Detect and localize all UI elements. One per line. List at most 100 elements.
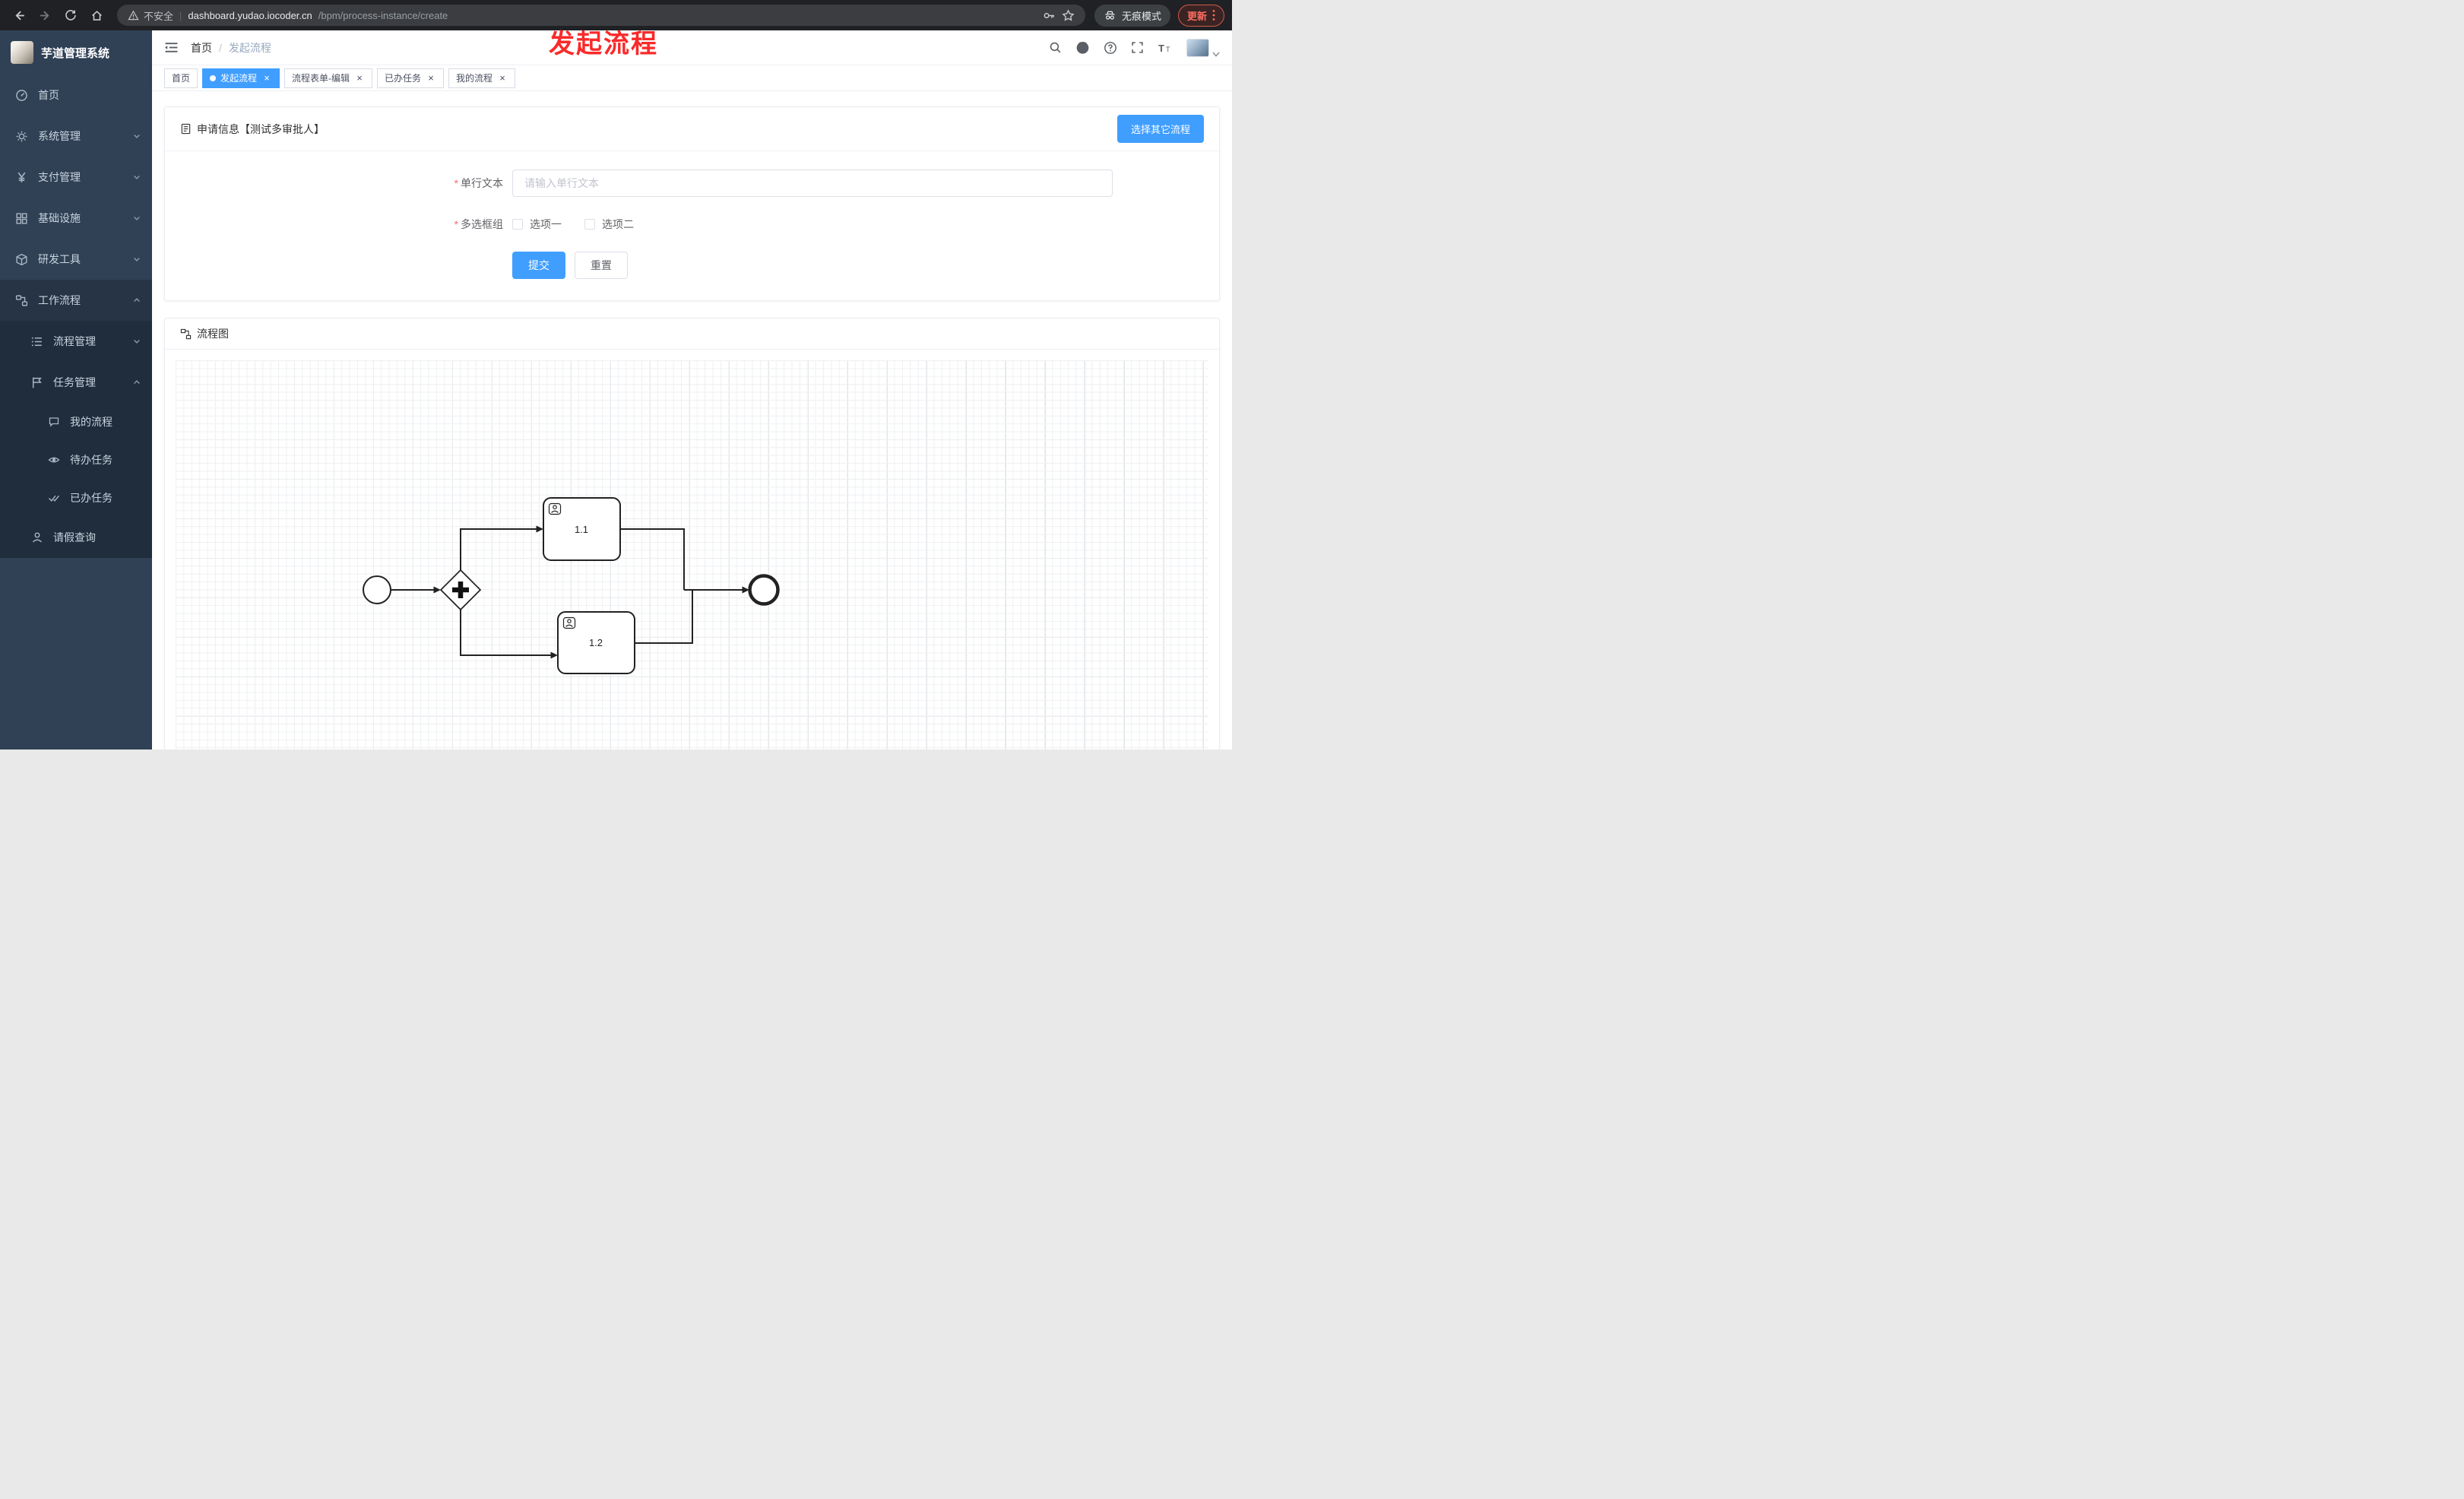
checkbox-group-row: *多选框组 选项一 选项二 (180, 215, 1204, 233)
apply-info-card: 申请信息【测试多审批人】 选择其它流程 *单行文本 *多选框组 (164, 106, 1220, 301)
incognito-icon (1104, 9, 1116, 22)
bpmn-user-task-1[interactable]: 1.1 (543, 497, 621, 561)
browser-reload-button[interactable] (59, 4, 82, 27)
app-frame: 芋道管理系统 首页 系统管理 支付管理 基础设施 (0, 30, 1232, 750)
flow-task2-out (635, 590, 693, 644)
browser-right-controls: 无痕模式 更新 (1094, 4, 1224, 27)
browser-update-button[interactable]: 更新 (1177, 4, 1224, 27)
logo[interactable]: 芋道管理系统 (0, 30, 152, 74)
breadcrumb-home[interactable]: 首页 (191, 41, 212, 54)
tab-home[interactable]: 首页 (164, 68, 198, 88)
sidebar-fold-button[interactable] (164, 41, 179, 54)
required-star: * (454, 218, 458, 230)
list-icon (30, 335, 43, 348)
sidebar-item-workflow[interactable]: 工作流程 (0, 280, 152, 321)
security-indicator[interactable]: 不安全 (128, 8, 173, 23)
arrowhead (742, 586, 749, 594)
page-content: 申请信息【测试多审批人】 选择其它流程 *单行文本 *多选框组 (152, 91, 1232, 750)
select-other-process-button[interactable]: 选择其它流程 (1116, 115, 1204, 143)
bpmn-canvas[interactable]: 1.1 1.2 (176, 360, 1208, 750)
cube-icon (15, 253, 28, 266)
incognito-badge[interactable]: 无痕模式 (1094, 4, 1170, 27)
logo-avatar (11, 41, 33, 64)
screen: 不安全 | dashboard.yudao.iocoder.cn/bpm/pro… (0, 0, 1232, 750)
sidebar-item-task-management[interactable]: 任务管理 (0, 362, 152, 403)
address-bar[interactable]: 不安全 | dashboard.yudao.iocoder.cn/bpm/pro… (117, 5, 1085, 26)
checkbox-icon[interactable] (512, 219, 523, 230)
sidebar-item-home[interactable]: 首页 (0, 74, 152, 116)
close-icon[interactable]: × (356, 72, 363, 84)
checkbox-option-2[interactable]: 选项二 (584, 217, 634, 232)
fullscreen-icon[interactable] (1131, 41, 1144, 54)
url-domain: dashboard.yudao.iocoder.cn (188, 9, 312, 21)
url-divider: | (179, 9, 182, 21)
sidebar-item-system[interactable]: 系统管理 (0, 116, 152, 157)
browser-back-button[interactable] (8, 4, 30, 27)
search-icon[interactable] (1049, 41, 1062, 54)
sidebar-item-devtools[interactable]: 研发工具 (0, 239, 152, 280)
sidebar-item-leave-query[interactable]: 请假查询 (0, 517, 152, 558)
avatar (1186, 38, 1209, 57)
close-icon[interactable]: × (428, 72, 434, 84)
arrowhead (550, 651, 558, 659)
url-path: /bpm/process-instance/create (318, 9, 448, 21)
warning-icon (128, 10, 139, 21)
breadcrumb: 首页 / 发起流程 (191, 40, 271, 55)
forward-icon (39, 9, 52, 22)
dashboard-icon (15, 89, 28, 102)
kebab-menu-icon[interactable] (1212, 9, 1215, 21)
yen-icon (15, 171, 28, 184)
sidebar: 芋道管理系统 首页 系统管理 支付管理 基础设施 (0, 30, 152, 750)
github-icon[interactable] (1075, 40, 1090, 55)
tab-my-processes[interactable]: 我的流程 × (448, 68, 516, 88)
bpmn-parallel-gateway[interactable] (439, 569, 482, 611)
tab-initiate-process[interactable]: 发起流程 × (202, 68, 280, 88)
checkbox-icon[interactable] (584, 219, 595, 230)
apply-info-card-header: 申请信息【测试多审批人】 选择其它流程 (165, 107, 1219, 151)
hamburger-icon (164, 41, 179, 54)
reset-button[interactable]: 重置 (575, 252, 628, 279)
flag-icon (30, 376, 43, 389)
bpmn-start-event[interactable] (363, 575, 391, 604)
bpmn-user-task-2[interactable]: 1.2 (557, 611, 635, 674)
password-key-icon[interactable] (1043, 9, 1056, 22)
checkbox-group-label: *多选框组 (454, 218, 503, 230)
diagram-card-body: 1.1 1.2 (165, 350, 1219, 750)
sidebar-item-done-tasks[interactable]: 已办任务 (0, 479, 152, 517)
browser-home-button[interactable] (85, 4, 108, 27)
sidebar-item-todo-tasks[interactable]: 待办任务 (0, 441, 152, 479)
browser-forward-button[interactable] (33, 4, 56, 27)
active-tab-dot (210, 74, 217, 81)
apply-info-title: 申请信息【测试多审批人】 (197, 122, 325, 135)
arrowhead (536, 525, 543, 533)
sidebar-item-process-management[interactable]: 流程管理 (0, 321, 152, 362)
reload-icon (65, 9, 77, 21)
diagram-title: 流程图 (197, 328, 229, 340)
user-avatar-menu[interactable] (1186, 38, 1220, 57)
chevron-down-icon (132, 255, 141, 264)
tab-process-form-edit[interactable]: 流程表单-编辑 × (284, 68, 373, 88)
apply-info-card-body: *单行文本 *多选框组 选项一 (165, 151, 1219, 300)
tab-done-tasks[interactable]: 已办任务 × (377, 68, 445, 88)
gear-icon (15, 130, 28, 143)
back-icon (13, 9, 26, 22)
help-icon[interactable] (1104, 41, 1117, 55)
submit-button[interactable]: 提交 (512, 252, 565, 279)
close-icon[interactable]: × (499, 72, 505, 84)
sidebar-item-payment[interactable]: 支付管理 (0, 157, 152, 198)
single-line-text-input[interactable] (512, 170, 1113, 197)
browser-chrome: 不安全 | dashboard.yudao.iocoder.cn/bpm/pro… (0, 0, 1232, 30)
sidebar-item-my-processes[interactable]: 我的流程 (0, 403, 152, 441)
svg-text:T: T (1158, 43, 1164, 54)
incognito-label: 无痕模式 (1121, 10, 1161, 22)
sidebar-item-infrastructure[interactable]: 基础设施 (0, 198, 152, 239)
flow-gateway-to-task2 (460, 610, 552, 656)
checkbox-option-1[interactable]: 选项一 (512, 217, 562, 232)
bpmn-end-event[interactable] (748, 574, 780, 606)
close-icon[interactable]: × (264, 72, 270, 84)
bookmark-star-icon[interactable] (1062, 8, 1075, 22)
arrowhead (433, 586, 441, 594)
